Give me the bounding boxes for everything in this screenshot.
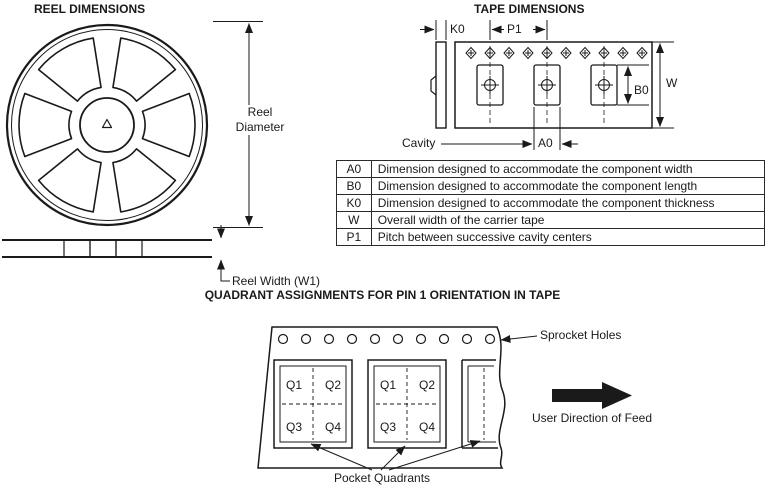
pocket2-q4-label: Q4 [418,420,435,434]
b0-dimension [617,64,649,106]
tape-dimensions-title: TAPE DIMENSIONS [474,2,585,16]
pocket1-q2-label: Q2 [324,378,341,392]
sprocket-holes-label: Sprocket Holes [540,328,622,342]
p1-dimension [489,20,548,40]
table-row: P1 Pitch between successive cavity cente… [336,228,765,246]
quadrant-sprocket-holes [277,333,496,345]
reel-dimensions-title: REEL DIMENSIONS [34,2,146,16]
a0-dimension [441,107,578,150]
table-row: W Overall width of the carrier tape [336,211,765,229]
quadrant-assignments-title: QUADRANT ASSIGNMENTS FOR PIN 1 ORIENTATI… [204,288,561,302]
w-label: W [666,76,678,90]
dim-code: B0 [336,177,372,195]
table-row: A0 Dimension designed to accommodate the… [336,160,765,178]
dim-code: P1 [336,228,372,246]
p1-label: P1 [507,22,522,36]
quadrant-tape-drawing [257,326,632,471]
tape-dimensions-drawing [420,20,674,150]
reel-width-label: Reel Width (W1) [232,274,321,288]
pocket1-q3-label: Q3 [285,420,302,434]
tape-strip-outline [257,326,506,469]
pocket-quadrants-leaders [310,440,481,471]
dim-code: W [336,211,372,229]
pocket1-q4-label: Q4 [324,420,341,434]
pocket2-q1-label: Q1 [379,378,396,392]
cavity-label: Cavity [402,136,436,150]
k0-dimension [420,20,447,40]
pocket1-q1-label: Q1 [285,378,302,392]
cavity-centerlines [489,46,605,124]
a0-label: A0 [538,136,553,150]
reel-front-view [0,21,218,229]
dim-description: Dimension designed to accommodate the co… [370,160,765,178]
user-direction-of-feed-label: User Direction of Feed [531,411,653,425]
dim-description: Dimension designed to accommodate the co… [370,177,765,195]
pocket-quadrants-label: Pocket Quadrants [334,471,431,485]
tape-sprocket-holes [465,47,648,59]
b0-label: B0 [634,83,649,97]
pocket-2 [367,359,447,449]
dim-code: A0 [336,160,372,178]
reel-width-dimension [217,225,230,282]
table-row: B0 Dimension designed to accommodate the… [336,177,765,195]
hub-keying-mark [101,118,113,129]
w-dimension [652,41,674,129]
dim-code: K0 [336,194,372,212]
pocket2-q3-label: Q3 [379,420,396,434]
pocket2-q2-label: Q2 [418,378,435,392]
sprocket-holes-leader [500,334,538,343]
table-row: K0 Dimension designed to accommodate the… [336,194,765,212]
feed-direction-arrow-icon [552,382,632,409]
reel-side-view [2,239,212,258]
tape-edge-view [435,41,447,129]
carrier-tape-body [454,41,653,129]
dimension-definitions-table: A0 Dimension designed to accommodate the… [336,160,765,246]
dim-description: Pitch between successive cavity centers [370,228,765,246]
tape-cavities [476,64,618,106]
dim-description: Dimension designed to accommodate the co… [370,194,765,212]
reel-diameter-label: Reel Diameter [228,105,292,135]
k0-label: K0 [450,22,465,36]
dim-description: Overall width of the carrier tape [370,211,765,229]
